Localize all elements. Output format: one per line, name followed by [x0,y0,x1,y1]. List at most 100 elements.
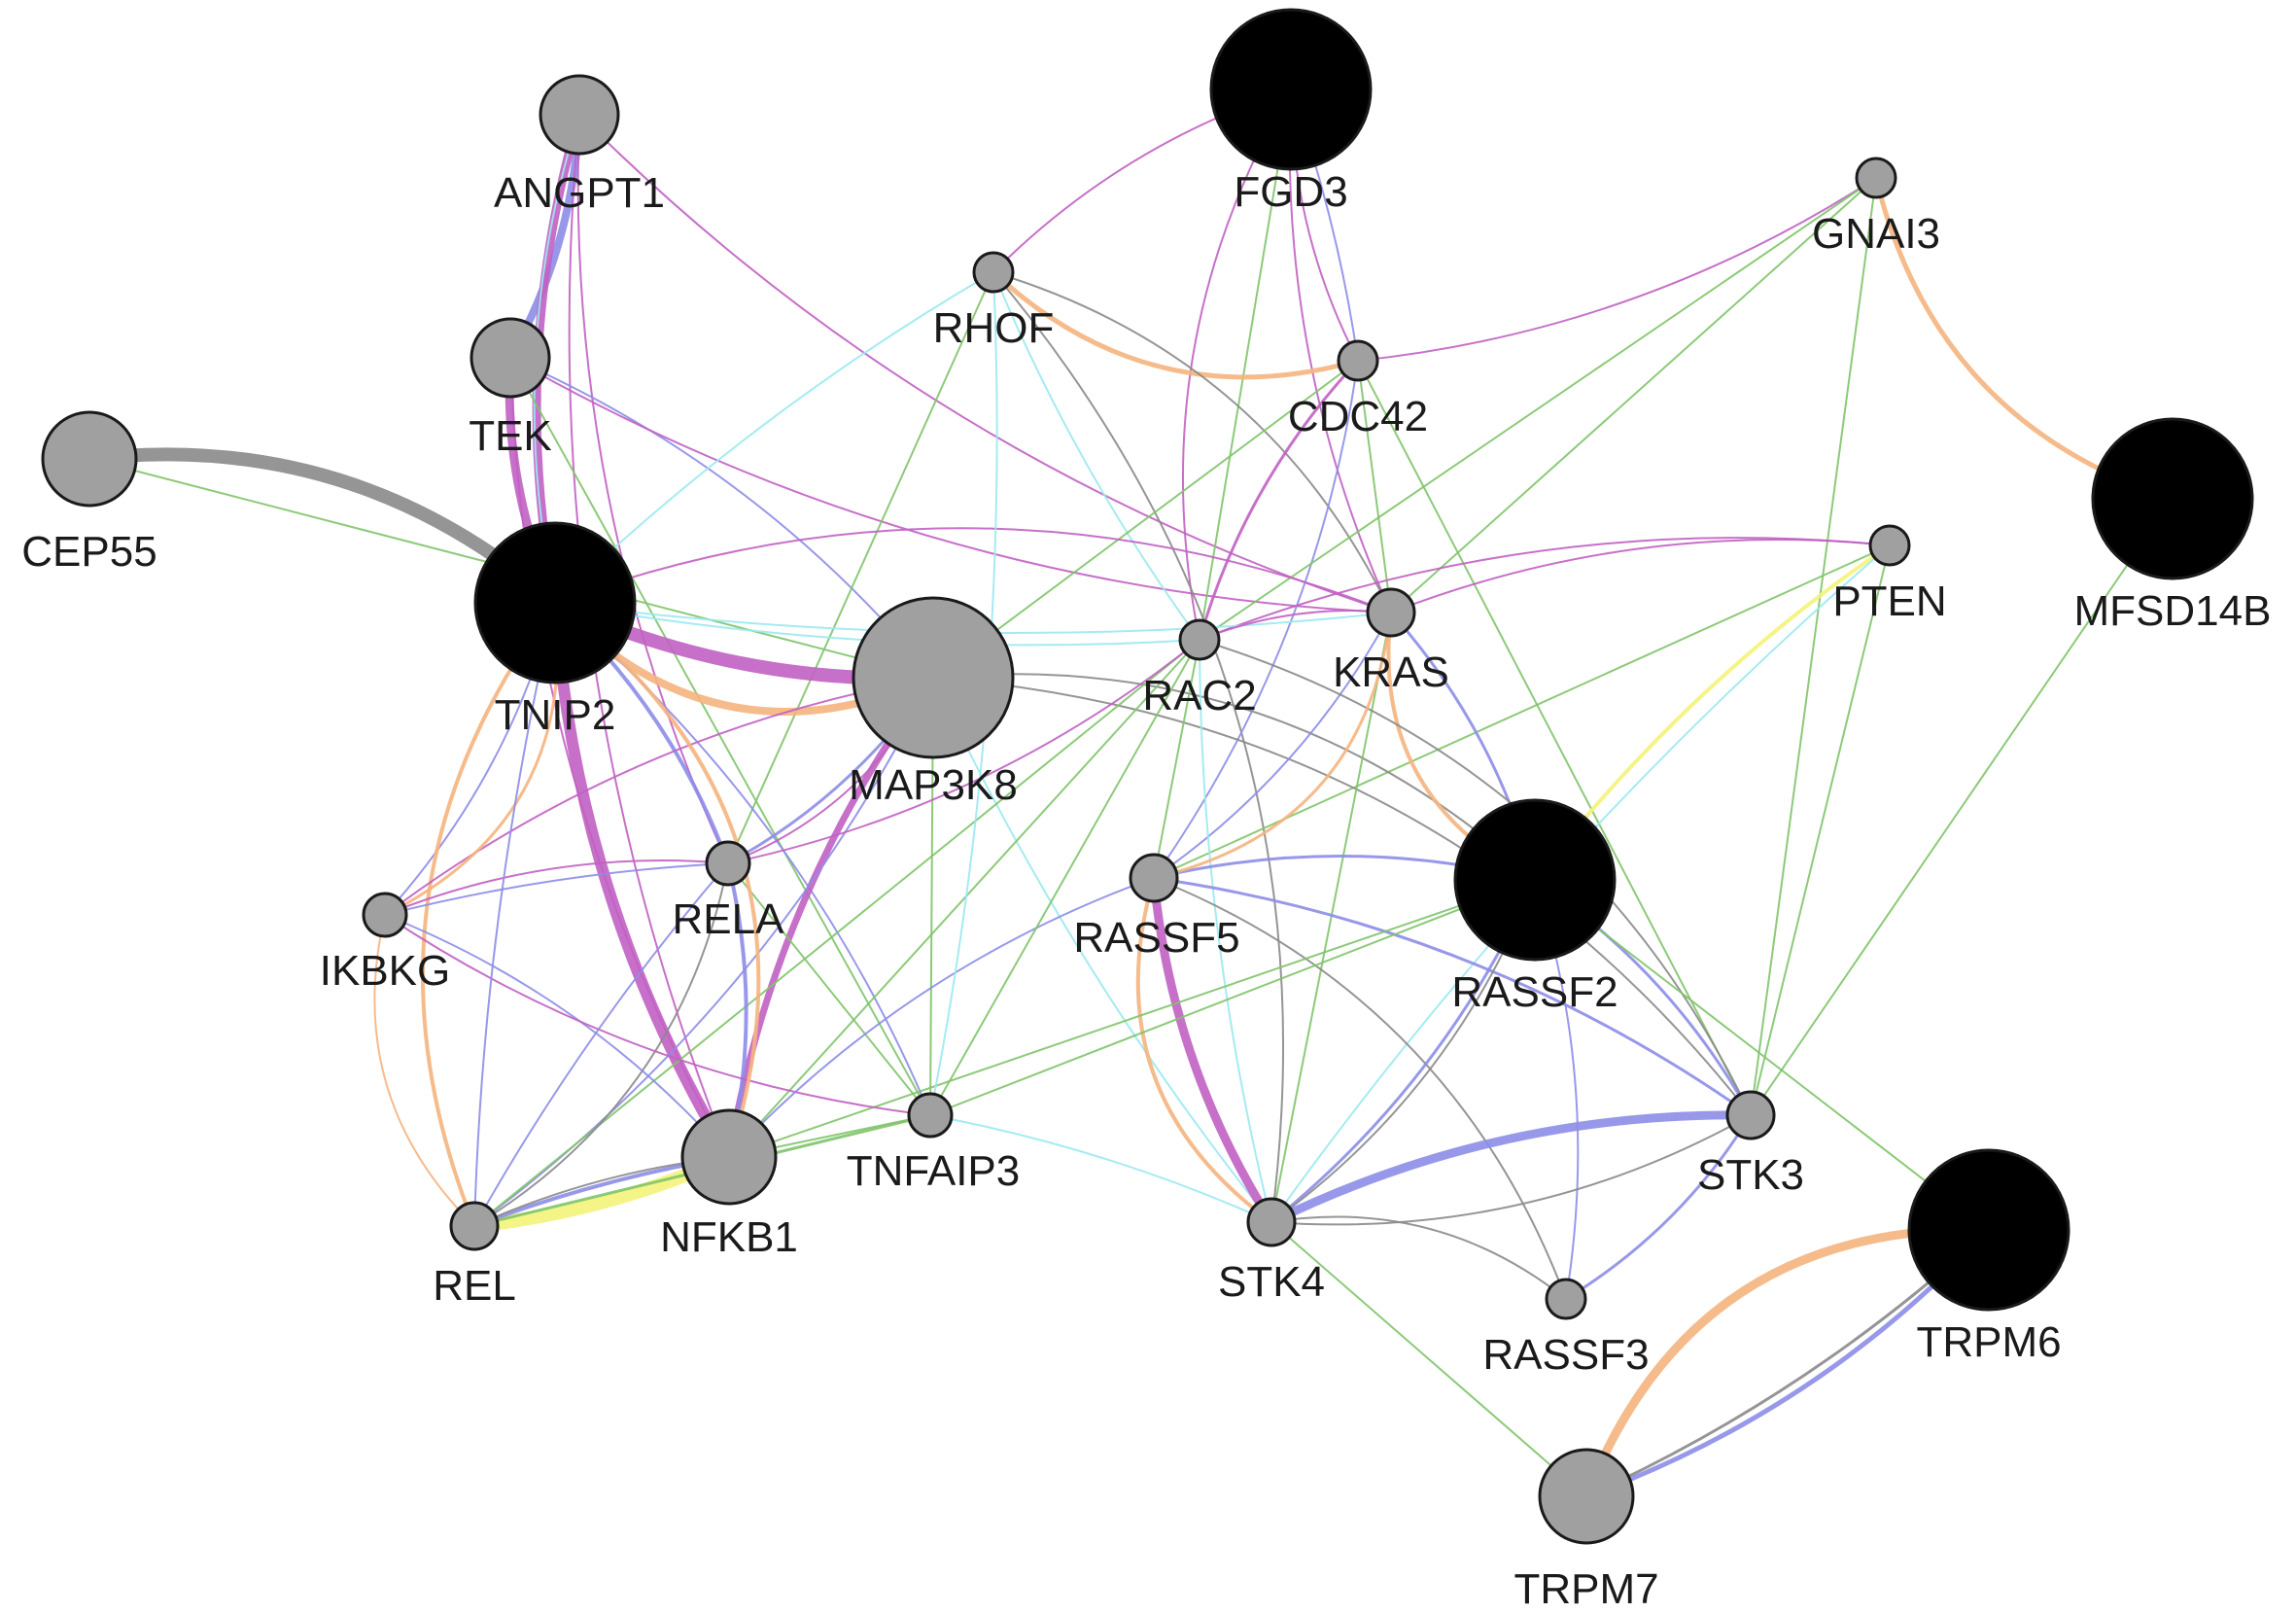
node-circle-stk3[interactable] [1725,1090,1776,1140]
edge-rhof-kras-genetic [992,271,1392,614]
node-label-ikbkg: IKBKG [320,947,451,995]
edge-map3k8-stk4-colocalization [932,677,1272,1223]
node-circle-cep55[interactable] [41,410,138,508]
edge-gnai3-kras-pathway [1390,177,1877,614]
node-circle-rhof[interactable] [972,251,1015,294]
node-nfkb1[interactable]: NFKB1 [660,1108,798,1261]
edge-tek-tnfaip3-pathway [509,357,931,1116]
node-circle-rassf3[interactable] [1545,1278,1587,1320]
edge-rela-ikbkg-physical [384,859,729,916]
node-circle-tek[interactable] [470,317,551,399]
node-circle-pten[interactable] [1868,524,1911,567]
node-label-rassf3: RASSF3 [1482,1331,1649,1379]
node-circle-rel[interactable] [449,1201,500,1251]
node-tnip2[interactable]: TNIP2 [473,521,637,739]
node-circle-map3k8[interactable] [852,596,1015,759]
node-circle-rassf2[interactable] [1453,798,1617,962]
edge-stk3-stk4-genetic [1270,1114,1752,1226]
edge-kras-rassf5-coexpression [1153,612,1392,879]
edge-gnai3-rac2-pathway [1199,177,1877,641]
edge-ikbkg-rela-coexpression [384,862,729,916]
node-circle-trpm7[interactable] [1538,1448,1635,1545]
node-trpm7[interactable]: TRPM7 [1513,1448,1659,1613]
edge-rela-tnfaip3-pathway [727,862,931,1116]
node-kras[interactable]: KRAS [1333,587,1449,696]
node-circle-cdc42[interactable] [1337,339,1379,382]
node-tnfaip3[interactable]: TNFAIP3 [847,1092,1021,1195]
edge-map3k8-rassf2-genetic [932,673,1536,881]
node-circle-mfsd14b[interactable] [2091,417,2254,580]
edge-cdc42-stk3-pathway [1357,360,1752,1116]
node-gnai3[interactable]: GNAI3 [1812,157,1940,258]
edge-map3k8-ikbkg-physical [384,677,934,916]
edge-fgd3-rac2-physical [1181,88,1292,641]
node-circle-gnai3[interactable] [1855,157,1897,199]
node-label-angpt1: ANGPT1 [494,169,665,217]
edge-rhof-rela-pathway [727,271,994,864]
node-trpm6[interactable]: TRPM6 [1907,1148,2070,1366]
edge-stk4-rassf3-genetic [1270,1215,1567,1300]
edge-pten-rassf5-pathway [1153,544,1891,879]
edge-ikbkg-nfkb1-coexpression [384,914,730,1158]
edge-pten-kras-physical [1390,539,1891,614]
node-label-fgd3: FGD3 [1234,168,1347,216]
edge-rassf5-stk3-coexpression [1152,876,1753,1117]
node-tek[interactable]: TEK [469,317,552,460]
node-ikbkg[interactable]: IKBKG [320,892,451,995]
node-circle-fgd3[interactable] [1209,8,1373,171]
node-circle-rela[interactable] [705,840,751,887]
node-circle-trpm6[interactable] [1907,1148,2070,1312]
edge-stk4-trpm7-pathway [1270,1221,1587,1497]
edge-tnfaip3-rassf2-pathway [929,879,1536,1116]
edge-gnai3-stk3-pathway [1750,177,1877,1116]
node-rassf3[interactable]: RASSF3 [1482,1278,1650,1379]
node-circle-stk4[interactable] [1246,1197,1297,1247]
edge-rac2-stk4-colocalization [1199,639,1272,1223]
node-cep55[interactable]: CEP55 [21,410,157,576]
node-mfsd14b[interactable]: MFSD14B [2074,417,2272,635]
node-circle-angpt1[interactable] [539,74,620,156]
edge-rhof-rac2-colocalization [992,271,1200,641]
edge-pten-rac2-physical [1199,537,1891,641]
node-rassf5[interactable]: RASSF5 [1073,853,1240,962]
node-rhof[interactable]: RHOF [933,251,1055,352]
node-rac2[interactable]: RAC2 [1142,618,1257,719]
edge-stk4-tnfaip3-colocalization [929,1114,1272,1223]
edge-rassf5-rassf3-genetic [1153,877,1567,1300]
node-label-trpm7: TRPM7 [1513,1565,1658,1613]
edge-rac2-rel-pathway [473,639,1200,1227]
node-circle-ikbkg[interactable] [362,892,408,938]
node-circle-kras[interactable] [1366,587,1416,638]
edge-tnfaip3-rac2-pathway [929,639,1200,1116]
node-cdc42[interactable]: CDC42 [1288,339,1428,440]
edge-stk3-rassf3-coexpression [1564,1113,1753,1301]
node-label-nfkb1: NFKB1 [660,1213,798,1261]
edge-map3k8-stk3-genetic [932,677,1752,1116]
node-angpt1[interactable]: ANGPT1 [494,74,665,217]
node-stk3[interactable]: STK3 [1697,1090,1804,1199]
node-rela[interactable]: RELA [673,840,785,943]
node-stk4[interactable]: STK4 [1218,1197,1325,1306]
node-label-gnai3: GNAI3 [1812,210,1940,258]
edge-tnip2-nfkb1-physical [549,597,735,1163]
node-label-rassf5: RASSF5 [1073,914,1239,962]
node-circle-tnip2[interactable] [473,521,637,684]
node-pten[interactable]: PTEN [1832,524,1947,625]
edge-rac2-rassf5-pathway [1153,639,1200,879]
node-circle-tnfaip3[interactable] [907,1092,954,1139]
edge-rassf5-stk4-physical [1149,873,1276,1227]
node-label-stk4: STK4 [1218,1258,1325,1306]
node-map3k8[interactable]: MAP3K8 [849,596,1018,809]
node-fgd3[interactable]: FGD3 [1209,8,1373,216]
node-circle-rac2[interactable] [1178,618,1221,661]
node-circle-rassf5[interactable] [1129,853,1179,903]
node-rassf2[interactable]: RASSF2 [1451,798,1618,1016]
edge-rassf5-kras-predicted [1152,611,1393,880]
node-rel[interactable]: REL [433,1201,516,1310]
edge-kras-stk4-pathway [1270,612,1392,1223]
edge-angpt1-rela-physical [576,114,729,864]
node-circle-nfkb1[interactable] [680,1108,778,1206]
edge-rassf2-nfkb1-pathway [728,879,1536,1158]
edge-angpt1-kras-physical [578,114,1392,614]
